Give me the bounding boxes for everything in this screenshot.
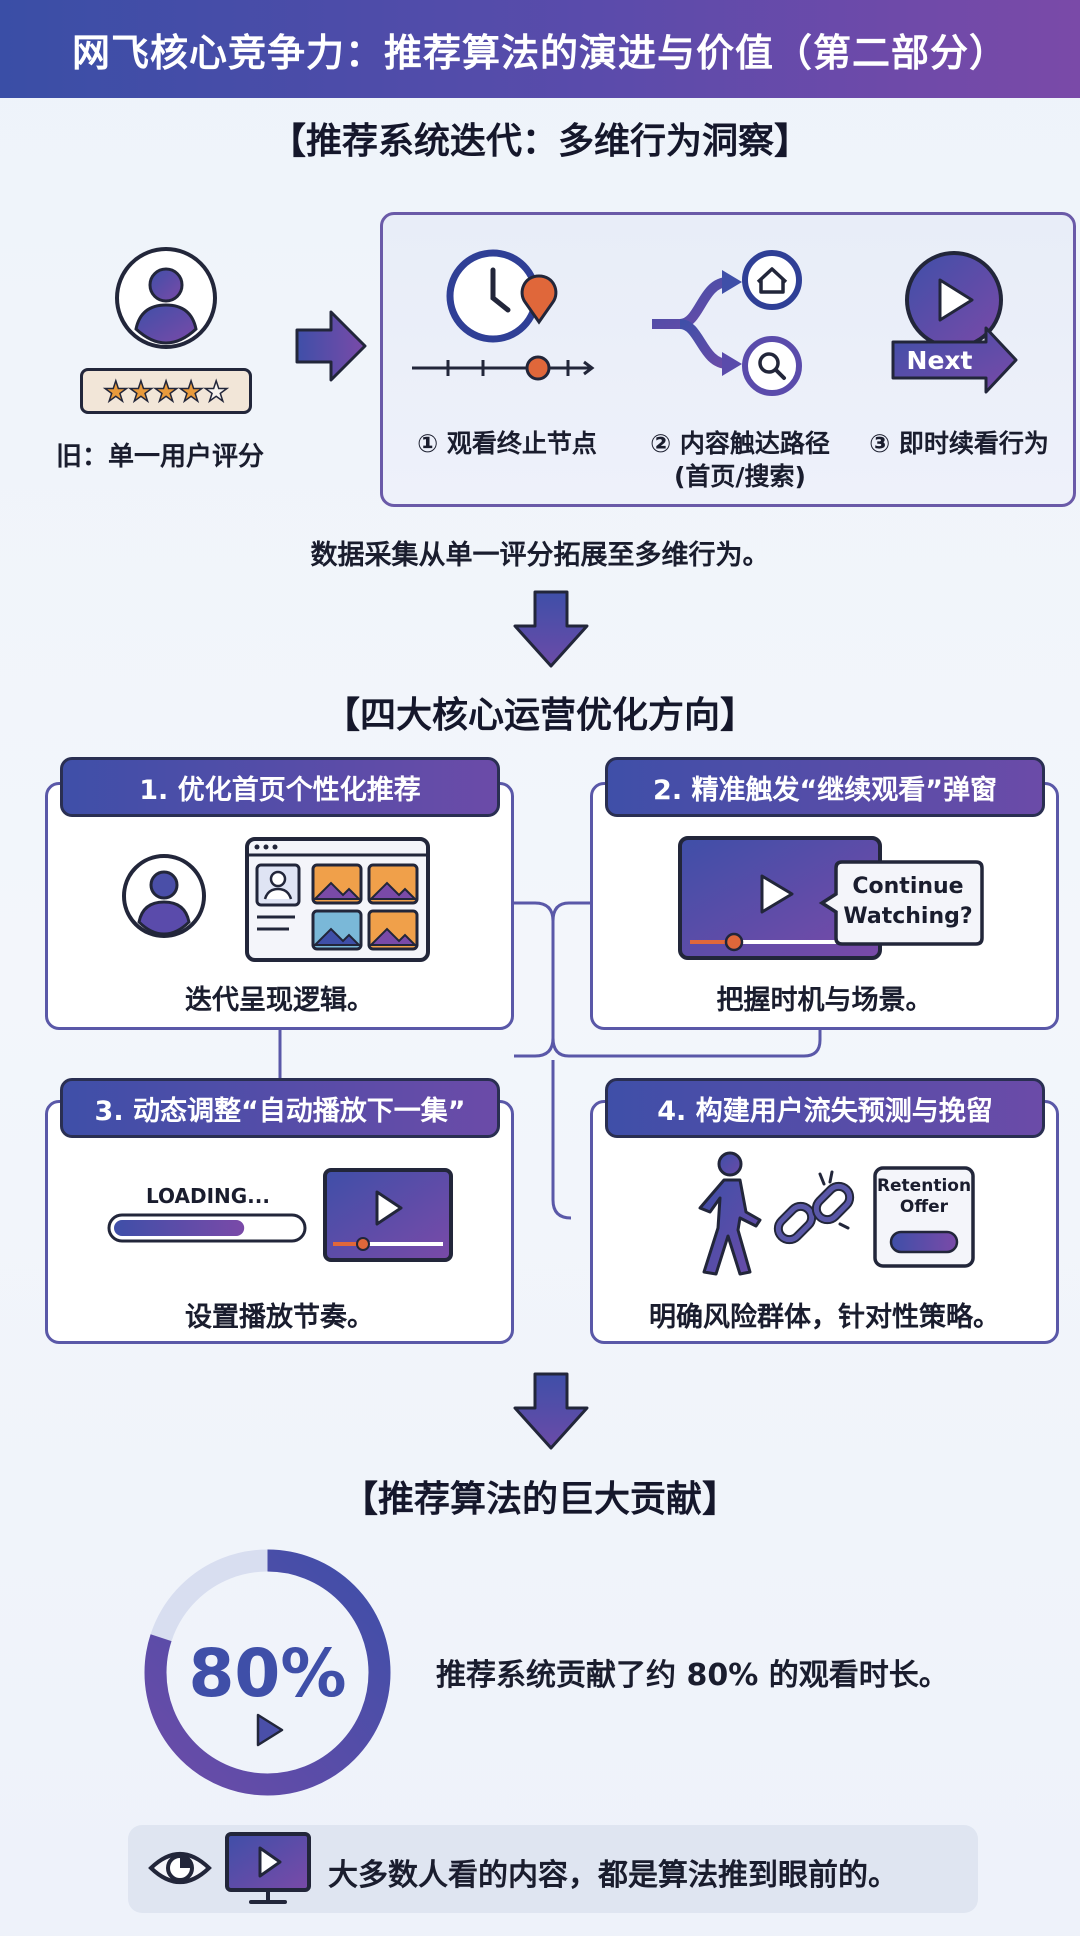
continue-watching-bubble-text: Continue Watching? — [838, 872, 978, 932]
section-heading-contribution: 【推荐算法的巨大贡献】 — [341, 1479, 738, 1520]
card-continue-watching-title: 2. 精准触发“继续观看”弹窗 — [605, 757, 1045, 817]
loading-progress-bar — [107, 1213, 307, 1243]
loading-label: LOADING... — [146, 1184, 270, 1208]
panel-label-path: ② 内容触达路径 (首页/搜索) — [620, 428, 860, 493]
section-heading-iteration: 【推荐系统迭代：多维行为洞察】 — [269, 121, 810, 162]
down-arrow-icon — [513, 590, 589, 668]
continue-watching-bubble — [818, 860, 984, 946]
rating-stars: ★★★★★ — [80, 368, 252, 414]
stat-value: 80% — [188, 1635, 347, 1712]
bubble-line1: Continue — [852, 874, 964, 899]
loading-progress-fill — [114, 1220, 245, 1236]
old-rating-label: 旧：单一用户评分 — [56, 442, 265, 472]
percentage-ring-arc — [144, 1549, 391, 1796]
card-homepage — [45, 782, 514, 1030]
card-churn-caption: 明确风险群体，针对性策略。 — [649, 1302, 1000, 1333]
stat-text: 推荐系统贡献了约 80% 的观看时长。 — [436, 1658, 949, 1693]
card-homepage-caption: 迭代呈现逻辑。 — [185, 985, 374, 1016]
panel-label-path-line2: (首页/搜索) — [674, 461, 806, 491]
panel-label-stop-point: ① 观看终止节点 — [417, 429, 597, 458]
star-filled-icon: ★ — [102, 374, 129, 409]
card-continue-watching-caption: 把握时机与场景。 — [716, 985, 933, 1016]
video-player-icon — [678, 836, 882, 960]
branch-path-icon — [652, 250, 802, 396]
star-row: ★★★★★ — [102, 374, 230, 409]
right-arrow-icon — [295, 310, 367, 382]
broken-chain-icon — [773, 1170, 855, 1245]
homepage-grid-icon — [245, 837, 430, 962]
user-avatar-icon — [115, 247, 217, 349]
card-autoplay-title: 3. 动态调整“自动播放下一集” — [60, 1078, 500, 1138]
star-empty-icon: ★ — [203, 374, 230, 409]
section-heading-optimization: 【四大核心运营优化方向】 — [323, 695, 756, 736]
star-filled-icon: ★ — [178, 374, 205, 409]
retention-offer-text: Retention Offer — [873, 1176, 975, 1218]
footer-text: 大多数人看的内容，都是算法推到眼前的。 — [328, 1858, 898, 1893]
card-churn-title: 4. 构建用户流失预测与挽留 — [605, 1078, 1045, 1138]
page-title: 网飞核心竞争力：推荐算法的演进与价值（第二部分） — [0, 0, 1080, 98]
offer-line1: Retention — [876, 1176, 972, 1196]
next-badge: Next — [906, 346, 973, 375]
section1-caption: 数据采集从单一评分拓展至多维行为。 — [310, 540, 770, 571]
user-avatar-icon — [122, 854, 206, 938]
percentage-ring — [144, 1549, 391, 1796]
card-autoplay-caption: 设置播放节奏。 — [185, 1302, 374, 1333]
tv-play-icon — [225, 1832, 311, 1904]
star-filled-icon: ★ — [153, 374, 180, 409]
eye-icon — [148, 1852, 212, 1884]
panel-label-path-line1: ② 内容触达路径 — [650, 429, 830, 458]
card-homepage-title: 1. 优化首页个性化推荐 — [60, 757, 500, 817]
panel-label-continue: ③ 即时续看行为 — [869, 429, 1049, 458]
walking-person-icon — [698, 1151, 762, 1276]
bubble-line2: Watching? — [843, 904, 973, 929]
retention-offer-card — [873, 1166, 975, 1268]
next-play-icon — [891, 251, 1018, 394]
clock-timeline-icon — [412, 249, 595, 381]
autoplay-video-icon — [323, 1168, 453, 1262]
star-filled-icon: ★ — [128, 374, 155, 409]
down-arrow-icon — [513, 1372, 589, 1450]
offer-line2: Offer — [899, 1197, 949, 1217]
